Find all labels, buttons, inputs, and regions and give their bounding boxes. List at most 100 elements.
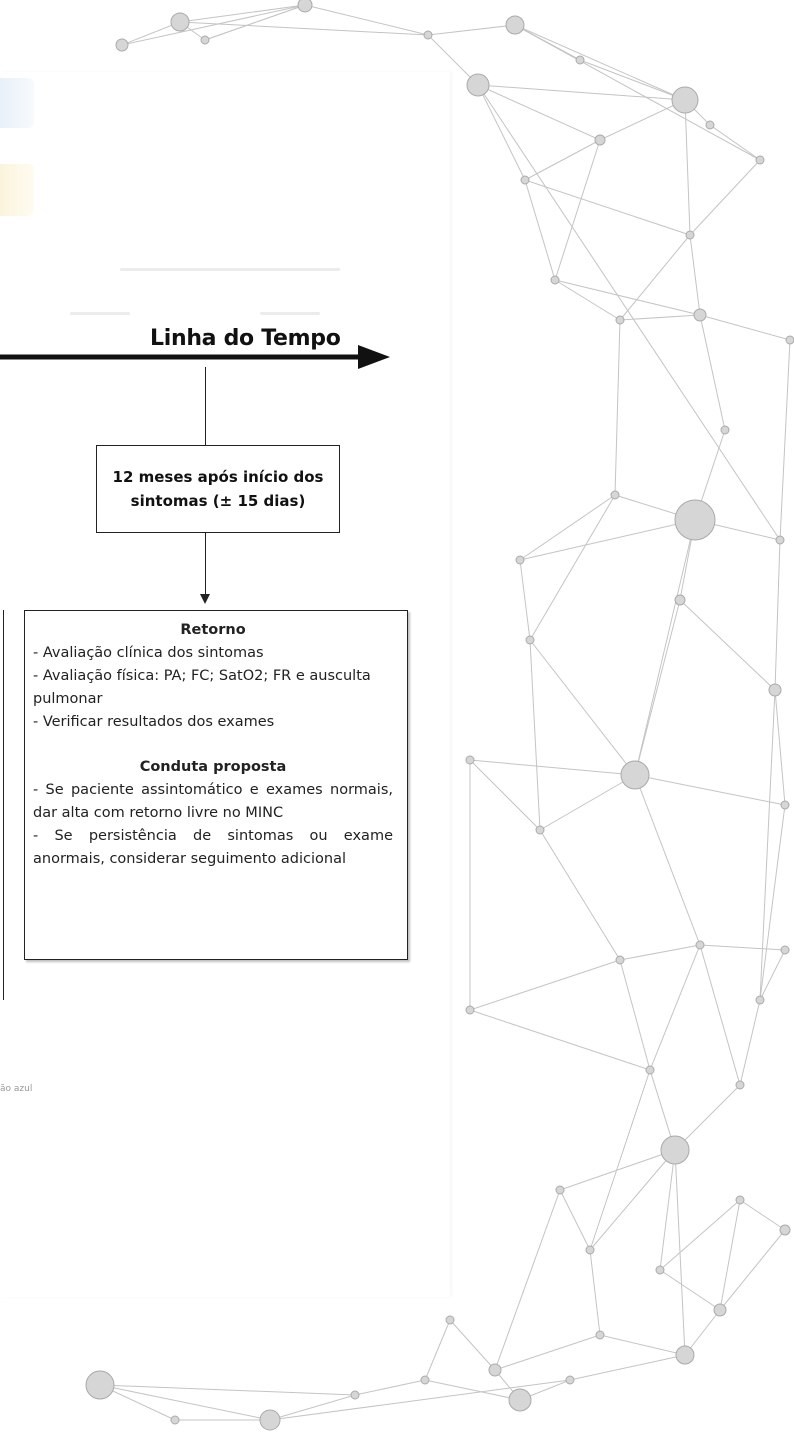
- retorno-item: - Avaliação física: PA; FC; SatO2; FR e …: [33, 668, 371, 707]
- adjacent-box-edge: [0, 610, 4, 1000]
- network-edge: [179, 21, 429, 36]
- network-node: [465, 755, 475, 765]
- network-edge: [684, 99, 691, 236]
- network-edge: [121, 21, 181, 46]
- connector-line: [205, 533, 206, 598]
- network-edge: [427, 24, 516, 36]
- network-edge: [739, 1199, 786, 1231]
- network-node: [170, 12, 190, 32]
- network-edge: [689, 234, 701, 316]
- network-node: [685, 230, 695, 240]
- network-node: [620, 760, 650, 790]
- network-node: [755, 155, 765, 165]
- network-edge: [634, 774, 786, 806]
- faded-text-line: [260, 312, 320, 315]
- network-node: [645, 1065, 655, 1075]
- network-edge: [649, 944, 701, 1071]
- network-node: [85, 1370, 115, 1400]
- network-edge: [469, 759, 541, 831]
- network-edge: [614, 319, 621, 496]
- network-edge: [519, 494, 616, 561]
- network-edge: [719, 1229, 786, 1311]
- network-edge: [674, 1084, 741, 1151]
- network-edge: [759, 949, 786, 1001]
- network-edge: [554, 279, 621, 321]
- network-edge: [539, 829, 621, 961]
- network-edge: [579, 59, 686, 101]
- network-node: [735, 1195, 745, 1205]
- network-node: [594, 134, 606, 146]
- network-node: [693, 308, 707, 322]
- network-edge: [599, 99, 686, 141]
- network-node: [200, 35, 210, 45]
- flowchart-page: Linha do Tempo 12 meses após início dos …: [0, 72, 450, 1297]
- faded-text-line: [120, 268, 340, 271]
- network-node: [755, 995, 765, 1005]
- network-edge: [659, 1149, 676, 1271]
- network-edge: [514, 24, 761, 161]
- network-edge: [659, 1199, 741, 1271]
- network-node: [505, 15, 525, 35]
- network-node: [259, 1409, 281, 1431]
- network-node: [423, 30, 433, 40]
- network-node: [780, 800, 790, 810]
- conduta-heading: Conduta proposta: [139, 759, 287, 775]
- network-node: [780, 945, 790, 955]
- network-edge: [759, 804, 786, 1001]
- network-node: [675, 1345, 695, 1365]
- network-node: [508, 1388, 532, 1412]
- retorno-box: Retorno - Avaliação clínica dos sintomas…: [24, 610, 408, 960]
- milestone-text: 12 meses após início dos sintomas (± 15 …: [112, 468, 324, 510]
- network-edge: [529, 494, 616, 641]
- network-node: [170, 1415, 180, 1425]
- network-edge: [477, 84, 601, 141]
- network-node: [350, 1390, 360, 1400]
- network-edge: [524, 139, 601, 181]
- network-edge: [477, 84, 526, 181]
- network-edge: [619, 234, 691, 321]
- network-edge: [684, 1309, 721, 1356]
- network-node: [466, 73, 490, 97]
- network-edge: [519, 519, 696, 561]
- network-node: [297, 0, 313, 13]
- network-edge: [634, 599, 681, 776]
- network-edge: [679, 599, 776, 691]
- network-edge: [559, 1189, 591, 1251]
- network-node: [445, 1315, 455, 1325]
- network-edge: [99, 1384, 271, 1421]
- network-node: [615, 955, 625, 965]
- network-node: [671, 86, 699, 114]
- network-edge: [354, 1379, 426, 1396]
- timeline-arrow: [0, 345, 390, 369]
- network-node: [720, 425, 730, 435]
- network-edge: [494, 1189, 561, 1371]
- network-node: [705, 120, 715, 130]
- network-edge: [569, 1354, 686, 1381]
- retorno-item: - Avaliação clínica dos sintomas: [33, 645, 264, 661]
- network-edge: [659, 1269, 721, 1311]
- connector-line: [205, 367, 206, 445]
- network-node: [735, 1080, 745, 1090]
- faded-yellow-block: [0, 164, 34, 216]
- conduta-item: - Se paciente assintomático e exames nor…: [33, 782, 393, 821]
- network-edge: [774, 539, 781, 691]
- network-edge: [539, 774, 636, 831]
- network-node: [520, 175, 530, 185]
- network-edge: [589, 1249, 601, 1336]
- network-edge: [121, 4, 306, 46]
- timeline-label: Linha do Tempo: [150, 326, 341, 351]
- network-edge: [469, 759, 636, 776]
- network-edge: [304, 4, 429, 36]
- network-edge: [739, 999, 761, 1086]
- network-edge: [699, 314, 726, 431]
- network-edge: [427, 34, 479, 86]
- network-node: [785, 335, 794, 345]
- network-edge: [554, 139, 601, 281]
- retorno-item: - Verificar resultados dos exames: [33, 714, 275, 730]
- network-node: [775, 535, 785, 545]
- network-node: [585, 1245, 595, 1255]
- network-edge: [469, 1009, 651, 1071]
- network-edge: [699, 944, 786, 951]
- network-node: [674, 594, 686, 606]
